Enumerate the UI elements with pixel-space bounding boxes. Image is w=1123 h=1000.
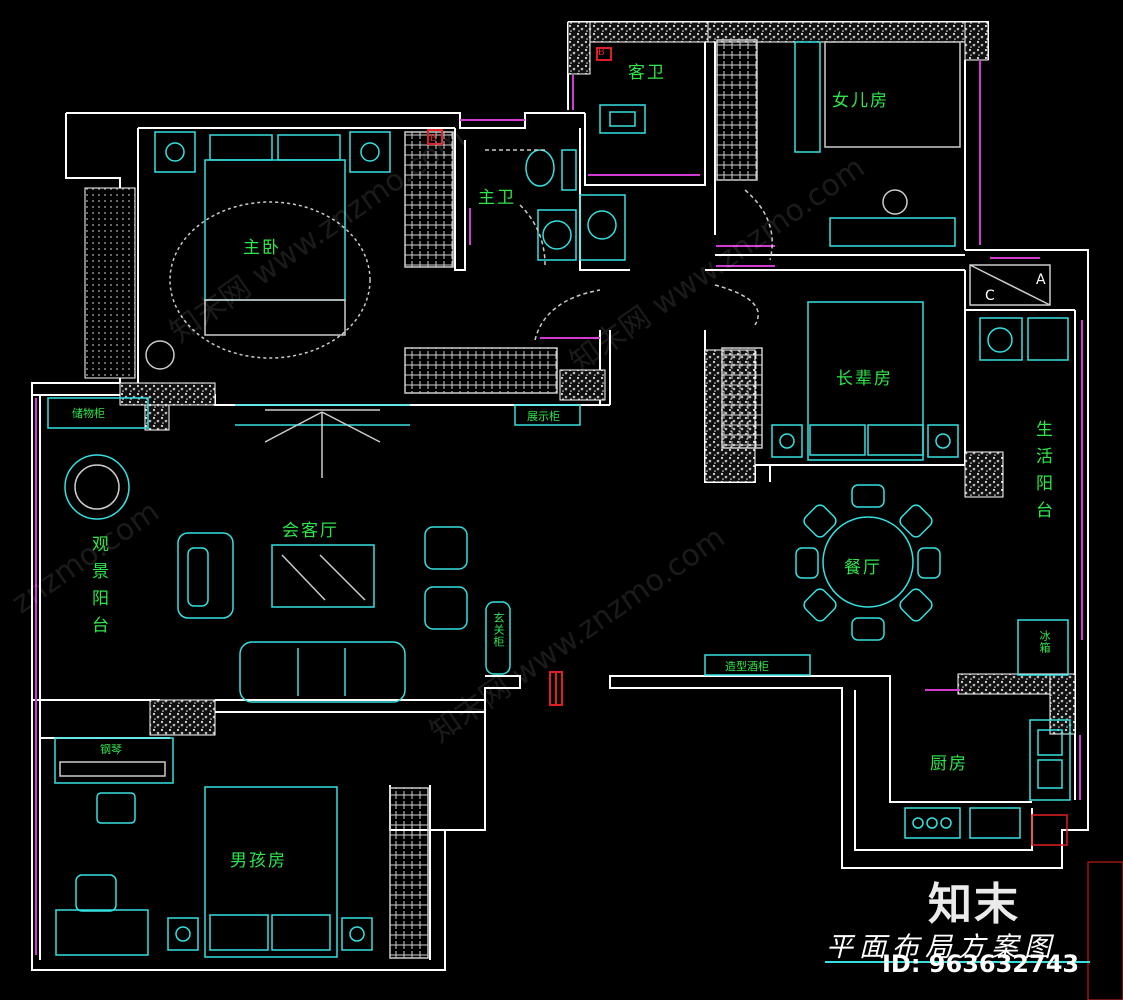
marker-b: B: [598, 47, 605, 58]
tea-table: [271, 544, 375, 608]
room-label-boy-room: 男孩房: [230, 851, 287, 871]
room-label-master-bath: 主卫: [478, 188, 516, 208]
marker-b: B: [430, 133, 437, 144]
room-label-elder-room: 长辈房: [836, 369, 893, 389]
daughter-bed: [824, 41, 961, 148]
label-display-cabinet: 展示柜: [527, 410, 560, 423]
room-label-guest-bath: 客卫: [628, 63, 666, 83]
room-label-living-room: 会客厅: [282, 521, 339, 541]
id-text: ID: 963632743: [882, 950, 1080, 978]
logo: 知末: [928, 879, 1020, 930]
label-piano: 钢琴: [100, 743, 122, 756]
marker-c: C: [985, 288, 995, 304]
furniture: [47, 39, 1071, 959]
room-label-view-balcony: 观景阳台: [88, 535, 108, 643]
windows: [35, 60, 1083, 955]
plan-title: 平面布局方案图: [826, 932, 1057, 963]
elder-bed: [807, 301, 924, 461]
label-entry-cabinet: 玄关柜: [492, 612, 505, 648]
boy-bed: [204, 786, 338, 958]
room-label-dining-room: 餐厅: [844, 558, 882, 578]
dining-table: [822, 516, 914, 608]
room-label-master-bedroom: 主卧: [243, 238, 281, 258]
display-unit: [404, 347, 558, 394]
label-fridge: 冰箱: [1038, 630, 1051, 654]
label-wine-cabinet: 造型酒柜: [725, 660, 769, 673]
entry-marks: [427, 47, 1123, 1000]
label-storage-cabinet: 储物柜: [72, 407, 105, 420]
room-label-kitchen: 厨房: [930, 754, 968, 774]
room-label-life-balcony: 生活阳台: [1032, 420, 1052, 528]
marker-a: A: [1036, 272, 1046, 288]
room-label-daughter-room: 女儿房: [832, 91, 889, 111]
